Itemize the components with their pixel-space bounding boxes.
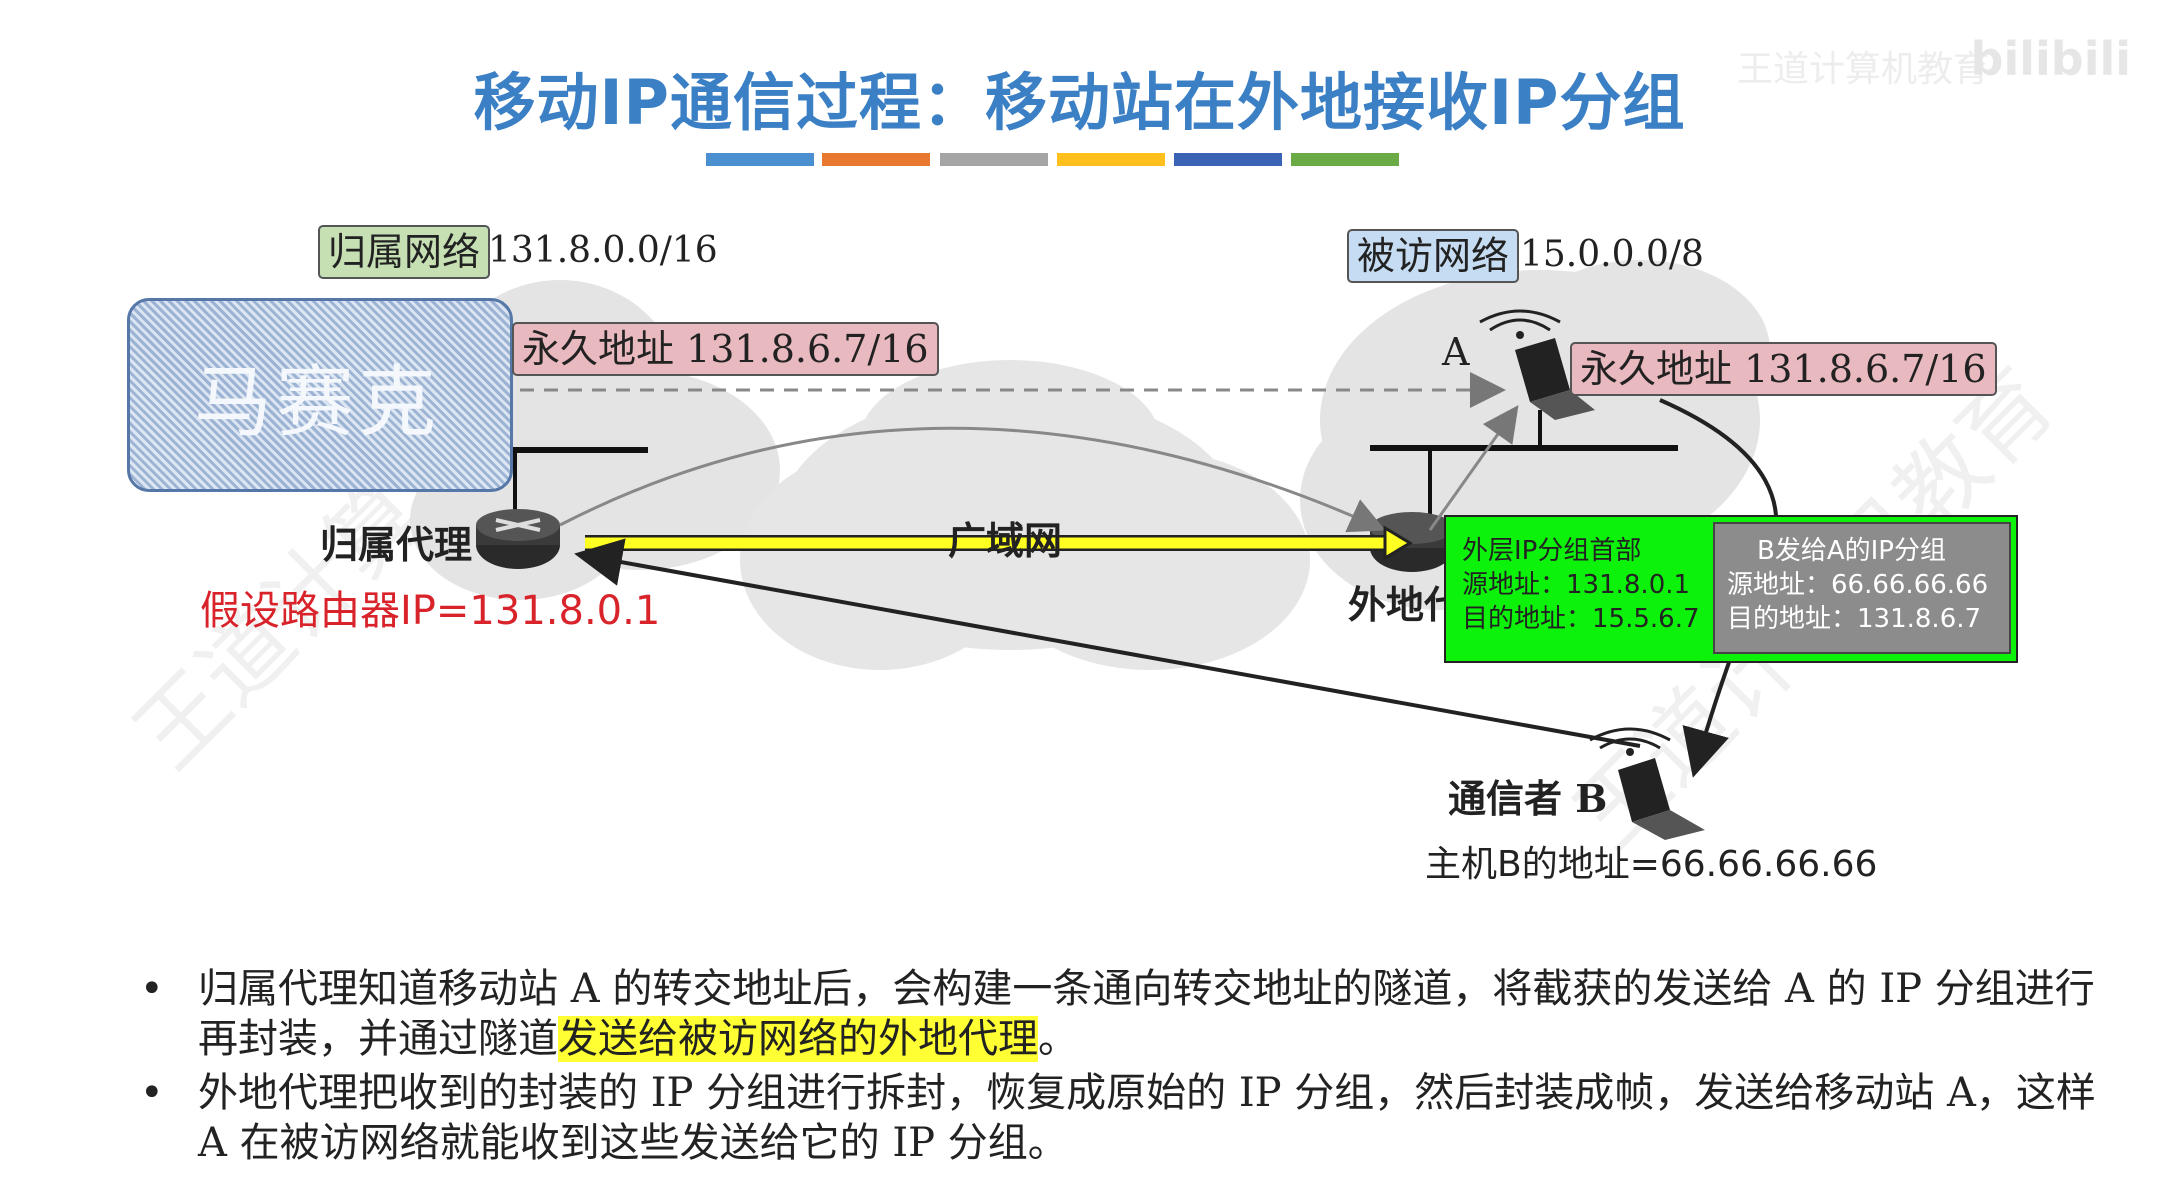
- visited-network-prefix: 15.0.0.0/8: [1520, 234, 1704, 275]
- title-bar-1: [706, 153, 814, 166]
- title-bar-2: [822, 153, 930, 166]
- inner-header-dst: 目的地址：131.8.6.7: [1727, 604, 1982, 634]
- bullet-1: • 归属代理知道移动站 A 的转交地址后，会构建一条通向转交地址的隧道，将截获的…: [140, 964, 2130, 1064]
- home-network-prefix: 131.8.0.0/16: [488, 230, 718, 271]
- home-network-tag: 归属网络: [318, 225, 491, 279]
- bullet-1-highlight: 发送给被访网络的外地代理: [558, 1016, 1038, 1062]
- foreign-agent-label: 外地代理: [1348, 582, 1446, 627]
- host-b-address: 主机B的地址=66.66.66.66: [1425, 844, 1878, 885]
- visited-network-tag: 被访网络: [1347, 229, 1520, 283]
- title-bar-6: [1291, 153, 1399, 166]
- bullet-1-text: 归属代理知道移动站 A 的转交地址后，会构建一条通向转交地址的隧道，将截获的发送…: [198, 966, 2095, 1062]
- inner-header-src: 源地址：66.66.66.66: [1727, 570, 1989, 600]
- outer-header-dst: 目的地址：15.5.6.7: [1462, 604, 1700, 634]
- title-bar-3: [940, 153, 1048, 166]
- bullet-dot: •: [140, 1070, 164, 1116]
- mobile-a-label: A: [1442, 330, 1470, 374]
- home-router-icon: [476, 509, 560, 569]
- laptop-a-icon: [1479, 309, 1595, 420]
- channel-watermark: 王道计算机教育: [1736, 49, 1989, 90]
- wan-cloud: [740, 360, 1310, 670]
- inner-header-title: B发给A的IP分组: [1757, 536, 1946, 566]
- outer-header-title: 外层IP分组首部: [1462, 536, 1642, 566]
- agent-to-mobile: [1428, 405, 1519, 531]
- laptop-b-icon: [1589, 727, 1705, 840]
- title-bar-4: [1057, 153, 1165, 166]
- slide-title: 移动IP通信过程：移动站在外地接收IP分组: [473, 66, 1686, 139]
- b-to-home-arrow: [574, 538, 1641, 748]
- bullet-2-text: 外地代理把收到的封装的 IP 分组进行拆封，恢复成原始的 IP 分组，然后封装成…: [198, 1070, 2096, 1166]
- inner-header: B发给A的IP分组 源地址：66.66.66.66 目的地址：131.8.6.7: [1727, 534, 1988, 636]
- inner-packet: [1713, 522, 2011, 654]
- explanation-bullets: • 归属代理知道移动站 A 的转交地址后，会构建一条通向转交地址的隧道，将截获的…: [140, 964, 2130, 1172]
- bullet-1-end: 。: [1038, 1016, 1078, 1062]
- correspondent-b-label: 通信者 B: [1448, 776, 1608, 821]
- home-permanent-address-tag: 永久地址 131.8.6.7/16: [512, 322, 939, 376]
- mosaic-text: 马赛克: [193, 358, 440, 448]
- outer-header-src: 源地址：131.8.0.1: [1462, 570, 1691, 600]
- bullet-dot: •: [140, 966, 164, 1012]
- home-agent-label: 归属代理: [320, 522, 473, 567]
- bullet-2: • 外地代理把收到的封装的 IP 分组进行拆封，恢复成原始的 IP 分组，然后封…: [140, 1068, 2130, 1168]
- router-ip-note: 假设路由器IP=131.8.0.1: [200, 588, 661, 634]
- site-logo: bilibili: [1970, 32, 2131, 86]
- title-bar-5: [1174, 153, 1282, 166]
- mosaic-box: [127, 298, 513, 492]
- arc-path: [559, 426, 1386, 533]
- outer-header: 外层IP分组首部 源地址：131.8.0.1 目的地址：15.5.6.7: [1462, 534, 1700, 636]
- wan-label: 广域网: [948, 518, 1063, 563]
- mobile-permanent-address-tag: 永久地址 131.8.6.7/16: [1570, 342, 1997, 396]
